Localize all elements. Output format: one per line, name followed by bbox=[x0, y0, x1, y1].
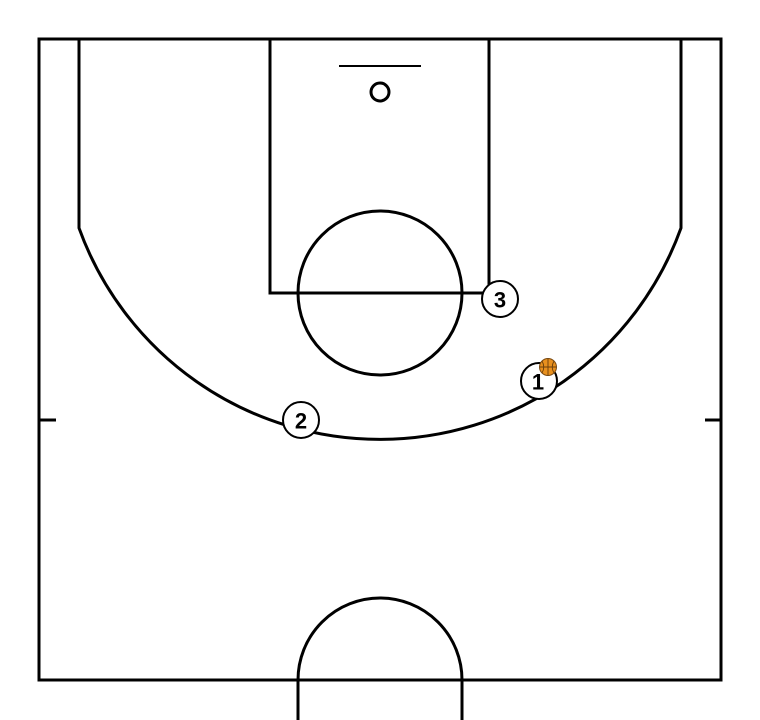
player-3-marker bbox=[481, 280, 519, 318]
player-2-label: 2 bbox=[295, 409, 307, 434]
center-circle bbox=[296, 596, 464, 720]
player-3-label: 3 bbox=[494, 288, 506, 313]
basketball-icon bbox=[539, 358, 557, 376]
court-boundary bbox=[37, 37, 723, 682]
player-2-marker bbox=[282, 401, 320, 439]
free-throw-circle bbox=[296, 209, 464, 377]
player-2[interactable]: 2 bbox=[282, 401, 320, 439]
paint-lane bbox=[268, 37, 491, 295]
basket-rim bbox=[369, 81, 391, 103]
player-1-label: 1 bbox=[532, 370, 544, 395]
three-point-line bbox=[77, 39, 683, 441]
player-3[interactable]: 3 bbox=[481, 280, 519, 318]
